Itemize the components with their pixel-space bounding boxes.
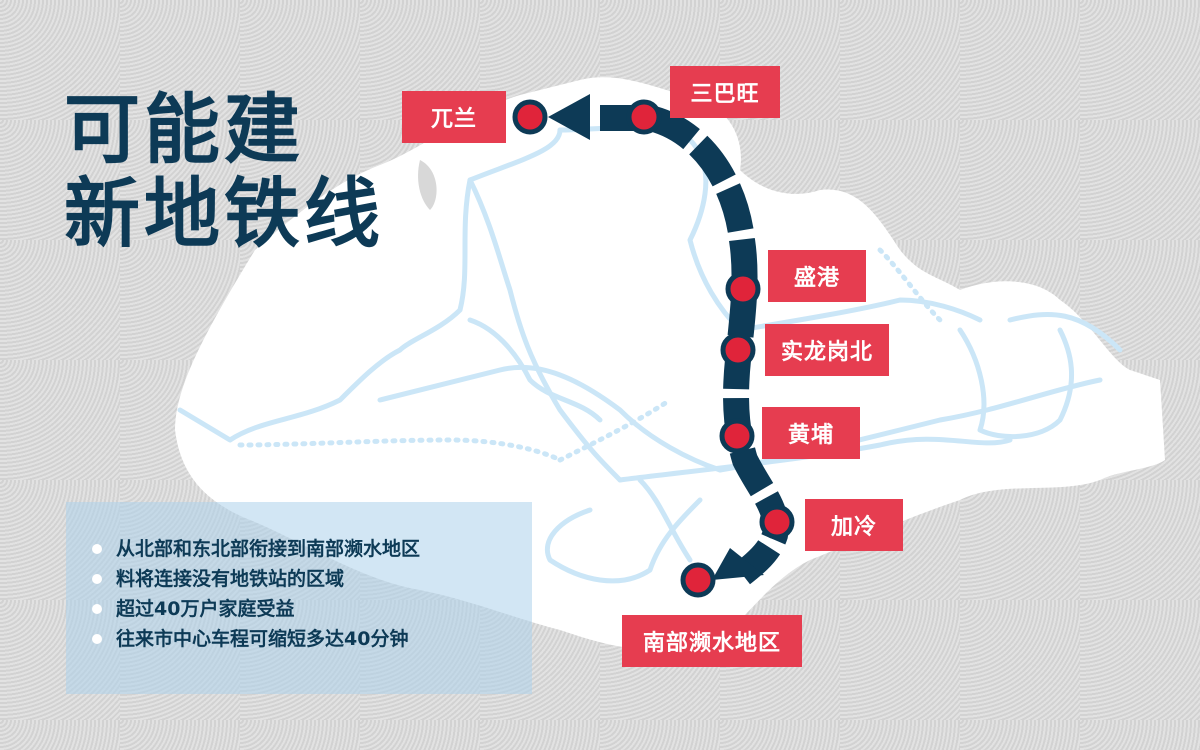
planned-mrt-dotted <box>237 247 943 463</box>
bullet-icon <box>92 544 102 554</box>
title-line-1: 可能建 <box>64 85 304 174</box>
station-greater-southern-waterfront <box>680 562 716 598</box>
label-sembawang: 三巴旺 <box>670 66 780 118</box>
existing-mrt-lines <box>177 125 1123 584</box>
station-sembawang <box>626 99 662 135</box>
info-item: 料将连接没有地铁站的区域 <box>92 564 532 594</box>
station-serangoon-north <box>720 332 756 368</box>
label-greater-southern-waterfront: 南部濒水地区 <box>622 615 802 667</box>
info-list: 从北部和东北部衔接到南部濒水地区 料将连接没有地铁站的区域 超过40万户家庭受益… <box>66 502 532 654</box>
info-box: 从北部和东北部衔接到南部濒水地区 料将连接没有地铁站的区域 超过40万户家庭受益… <box>66 502 532 694</box>
bullet-icon <box>92 634 102 644</box>
label-serangoon-north: 实龙岗北 <box>765 324 889 376</box>
title-line-2: 新地铁线 <box>64 169 384 258</box>
station-sengkang <box>725 271 761 307</box>
bullet-icon <box>92 574 102 584</box>
label-woodlands: 兀兰 <box>402 91 506 143</box>
station-markers <box>512 99 795 598</box>
info-item: 超过40万户家庭受益 <box>92 594 532 624</box>
page-title: 可能建 新地铁线 <box>64 88 384 256</box>
arrowhead-woodlands-icon <box>548 94 590 140</box>
bullet-icon <box>92 604 102 614</box>
info-item: 从北部和东北部衔接到南部濒水地区 <box>92 534 532 564</box>
arrowhead-south-icon <box>712 548 764 580</box>
label-kallang: 加冷 <box>805 499 903 551</box>
label-whampoa: 黄埔 <box>762 407 860 459</box>
station-whampoa <box>719 418 755 454</box>
info-item: 往来市中心车程可缩短多达40分钟 <box>92 624 532 654</box>
strait-notch <box>418 160 437 210</box>
station-woodlands <box>512 99 548 135</box>
station-kallang <box>759 504 795 540</box>
label-sengkang: 盛港 <box>768 250 866 302</box>
